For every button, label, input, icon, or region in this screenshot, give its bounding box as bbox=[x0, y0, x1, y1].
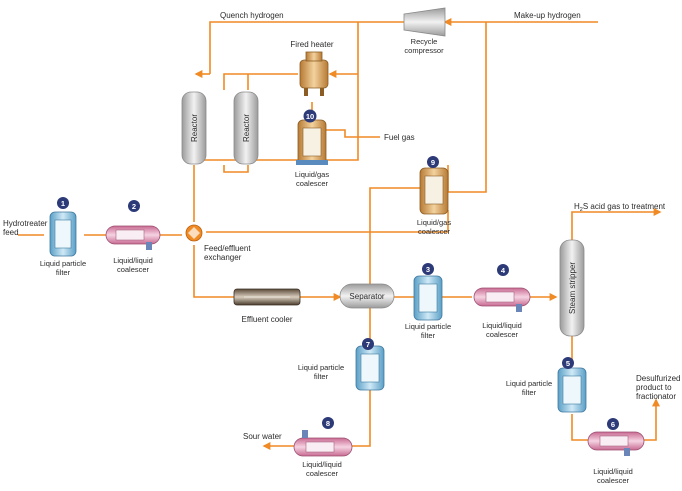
badge-8: 8 bbox=[322, 417, 334, 429]
label-steam-stripper: Steam stripper bbox=[568, 262, 577, 314]
svg-text:4: 4 bbox=[501, 266, 506, 275]
label-unit-6-line2: coalescer bbox=[597, 476, 630, 485]
label-unit-2-line1: Liquid/liquid bbox=[113, 256, 153, 265]
label-desulfurized-1: Desulfurized bbox=[636, 374, 680, 383]
label-unit-4-line1: Liquid/liquid bbox=[482, 321, 522, 330]
label-unit-10-line2: coalescer bbox=[296, 179, 329, 188]
badge-4: 4 bbox=[497, 264, 509, 276]
unit-8-vessel bbox=[293, 430, 353, 457]
label-exchanger-1: Feed/effluent bbox=[204, 244, 251, 253]
badge-10: 10 bbox=[303, 109, 317, 123]
unit-6-vessel bbox=[587, 431, 645, 456]
unit-10-vessel bbox=[296, 119, 328, 165]
label-unit-9-line1: Liquid/gas bbox=[417, 218, 451, 227]
svg-text:10: 10 bbox=[306, 112, 314, 121]
svg-text:8: 8 bbox=[326, 419, 330, 428]
badge-6: 6 bbox=[607, 418, 619, 430]
reactor-1 bbox=[181, 91, 207, 165]
label-unit-8-line2: coalescer bbox=[306, 469, 339, 478]
label-hydrotreater-feed-2: feed bbox=[3, 228, 19, 237]
steam-stripper bbox=[559, 239, 585, 337]
unit-5-vessel bbox=[557, 367, 587, 413]
label-unit-7-line2: filter bbox=[314, 372, 329, 381]
svg-text:9: 9 bbox=[431, 158, 435, 167]
effluent-cooler bbox=[233, 288, 301, 306]
badge-1: 1 bbox=[57, 197, 69, 209]
svg-text:2: 2 bbox=[132, 202, 136, 211]
label-makeup-hydrogen: Make-up hydrogen bbox=[514, 11, 581, 20]
label-unit-1-line2: filter bbox=[56, 268, 71, 277]
label-effluent-cooler: Effluent cooler bbox=[242, 315, 293, 324]
unit-4-vessel bbox=[473, 287, 531, 312]
badge-9: 9 bbox=[427, 156, 439, 168]
svg-text:1: 1 bbox=[61, 199, 65, 208]
svg-text:6: 6 bbox=[611, 420, 615, 429]
label-unit-3-line1: Liquid particle bbox=[405, 322, 451, 331]
label-sour-water: Sour water bbox=[243, 432, 282, 441]
label-unit-9-line2: coalescer bbox=[418, 227, 451, 236]
label-desulfurized-2: product to bbox=[636, 383, 672, 392]
label-unit-6-line1: Liquid/liquid bbox=[593, 467, 633, 476]
feed-effluent-exchanger bbox=[185, 224, 203, 242]
label-unit-7-line1: Liquid particle bbox=[298, 363, 344, 372]
badge-3: 3 bbox=[422, 263, 434, 275]
badge-5: 5 bbox=[562, 357, 574, 369]
label-separator: Separator bbox=[349, 292, 384, 301]
label-unit-3-line2: filter bbox=[421, 331, 436, 340]
label-unit-2-line2: coalescer bbox=[117, 265, 150, 274]
unit-3-vessel bbox=[413, 275, 443, 321]
label-recycle-compressor-1: Recycle bbox=[411, 37, 438, 46]
label-desulfurized-3: fractionator bbox=[636, 392, 676, 401]
label-unit-8-line1: Liquid/liquid bbox=[302, 460, 342, 469]
label-unit-5-line2: filter bbox=[522, 388, 537, 397]
svg-text:5: 5 bbox=[566, 359, 570, 368]
recycle-compressor bbox=[403, 7, 446, 37]
label-quench-hydrogen: Quench hydrogen bbox=[220, 11, 284, 20]
label-hydrotreater-feed-1: Hydrotreater bbox=[3, 219, 48, 228]
separator bbox=[339, 283, 395, 309]
unit-7-vessel bbox=[355, 345, 385, 391]
label-unit-10-line1: Liquid/gas bbox=[295, 170, 329, 179]
label-reactor-2: Reactor bbox=[242, 114, 251, 142]
svg-text:7: 7 bbox=[366, 340, 370, 349]
label-unit-1-line1: Liquid particle bbox=[40, 259, 86, 268]
label-fired-heater: Fired heater bbox=[290, 40, 333, 49]
svg-text:3: 3 bbox=[426, 265, 430, 274]
label-unit-4-line2: coalescer bbox=[486, 330, 519, 339]
label-unit-5-line1: Liquid particle bbox=[506, 379, 552, 388]
fired-heater bbox=[299, 51, 329, 96]
badge-2: 2 bbox=[128, 200, 140, 212]
unit-1-vessel bbox=[49, 211, 77, 257]
unit-9-vessel bbox=[419, 167, 449, 215]
label-recycle-compressor-2: compressor bbox=[404, 46, 444, 55]
label-h2s-gas: H2S acid gas to treatment bbox=[574, 202, 666, 213]
label-reactor-1: Reactor bbox=[190, 114, 199, 142]
pipes bbox=[18, 18, 662, 450]
reactor-2 bbox=[233, 91, 259, 165]
unit-2-vessel bbox=[105, 225, 161, 250]
label-fuel-gas: Fuel gas bbox=[384, 133, 415, 142]
label-exchanger-2: exchanger bbox=[204, 253, 242, 262]
badge-7: 7 bbox=[362, 338, 374, 350]
